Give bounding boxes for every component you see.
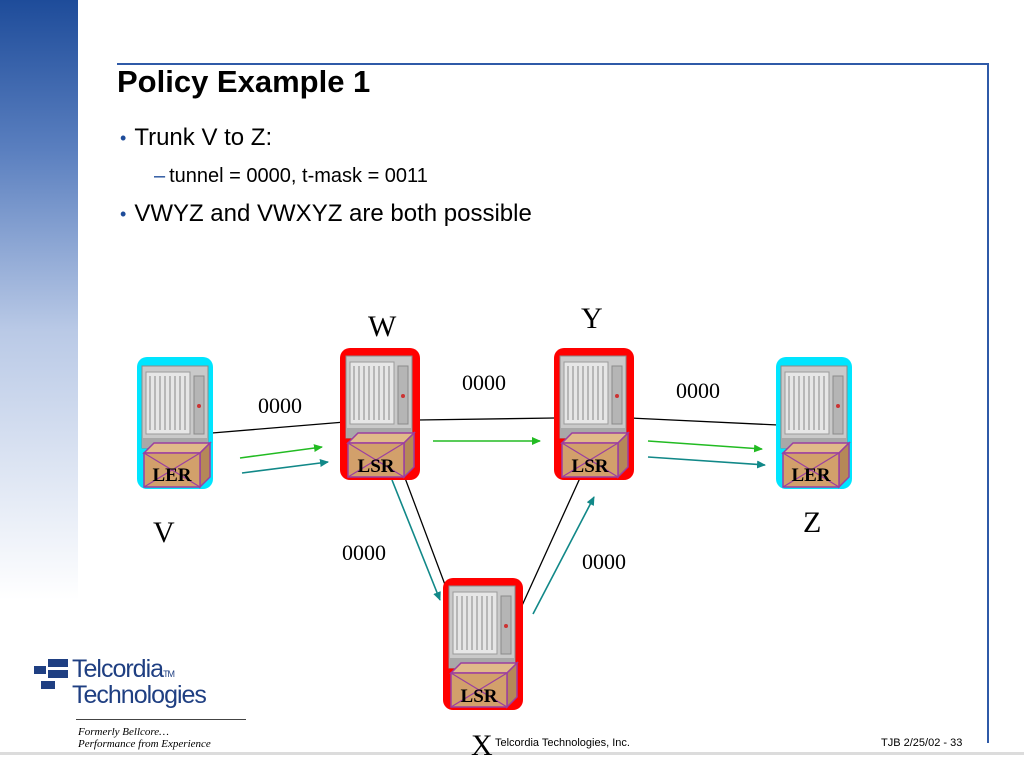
flow-arrow-teal-w-x <box>391 479 441 601</box>
sub-bullet-item: –tunnel = 0000, t-mask = 0011 <box>120 156 532 196</box>
link-line-w-y <box>417 417 556 421</box>
page-title: Policy Example 1 <box>117 64 371 99</box>
router-icon <box>345 355 413 439</box>
bullet-dot-icon: • <box>120 203 127 224</box>
bullet-item: • Trunk V to Z: <box>120 120 532 156</box>
frame-top-rule <box>117 63 989 65</box>
node-z-ler: LER <box>776 357 852 489</box>
router-icon <box>780 365 848 449</box>
logo-line2: Technologies <box>72 681 207 709</box>
logo-tagline-2: Performance from Experience <box>78 738 211 750</box>
node-w-label: W <box>368 310 397 343</box>
node-y-lsr: LSR <box>554 348 634 480</box>
logo-trademark: TM <box>163 669 175 679</box>
bullet-item: • VWYZ and VWXYZ are both possible <box>120 196 532 232</box>
node-y-role: LSR <box>572 456 609 477</box>
link-label-y-z: 0000 <box>676 378 720 403</box>
telcordia-logo: TelcordiaTM Technologies Formerly Bellco… <box>30 655 246 750</box>
node-v-ler: LER <box>137 357 213 489</box>
node-z-label: Z <box>803 506 821 539</box>
logo-line1: TelcordiaTM <box>72 655 175 684</box>
link-label-w-x: 0000 <box>342 540 386 565</box>
router-icon <box>141 365 209 449</box>
bullet-text: VWYZ and VWXYZ are both possible <box>134 200 532 227</box>
link-line-y-z <box>629 417 779 426</box>
node-x-lsr: LSR <box>443 578 523 710</box>
bullet-dot-icon: • <box>120 127 127 148</box>
logo-tagline-1: Formerly Bellcore… <box>78 726 169 738</box>
footer-company: Telcordia Technologies, Inc. <box>495 737 630 749</box>
node-v-role: LER <box>152 465 191 486</box>
bullet-text: Trunk V to Z: <box>134 124 273 151</box>
link-line-v-w <box>211 421 346 434</box>
footer-slide-ref: TJB 2/25/02 - 33 <box>881 737 963 749</box>
logo-word-telcordia: Telcordia <box>72 655 164 683</box>
node-w-lsr: LSR <box>340 348 420 480</box>
node-x-label: X <box>471 729 493 762</box>
logo-rule <box>76 719 246 720</box>
flow-arrow-teal-v-w <box>241 459 329 474</box>
bottom-rule <box>0 752 1024 755</box>
node-x-role: LSR <box>461 686 498 707</box>
link-label-x-y: 0000 <box>582 549 626 574</box>
link-label-w-y: 0000 <box>462 370 506 395</box>
link-line-w-x <box>404 477 448 591</box>
node-w-role: LSR <box>358 456 395 477</box>
router-icon <box>559 355 627 439</box>
frame-right-rule <box>987 63 989 743</box>
flow-arrow-green-y-z <box>647 440 763 453</box>
bullet-list: • Trunk V to Z: –tunnel = 0000, t-mask = … <box>120 120 532 232</box>
flow-arrow-green-v-w <box>239 444 323 459</box>
flow-arrow-teal-y-z <box>647 456 766 469</box>
link-label-v-w: 0000 <box>258 393 302 418</box>
flow-arrow-teal-x-y <box>532 496 595 615</box>
node-v-label: V <box>153 516 175 549</box>
router-icon <box>448 585 516 669</box>
node-y-label: Y <box>581 302 603 335</box>
node-z-role: LER <box>791 465 830 486</box>
sub-bullet-text: tunnel = 0000, t-mask = 0011 <box>169 164 428 187</box>
dash-icon: – <box>154 164 166 187</box>
telcordia-logo-icon <box>34 659 68 689</box>
sidebar-gradient <box>0 0 78 600</box>
link-line-x-y <box>519 477 581 611</box>
